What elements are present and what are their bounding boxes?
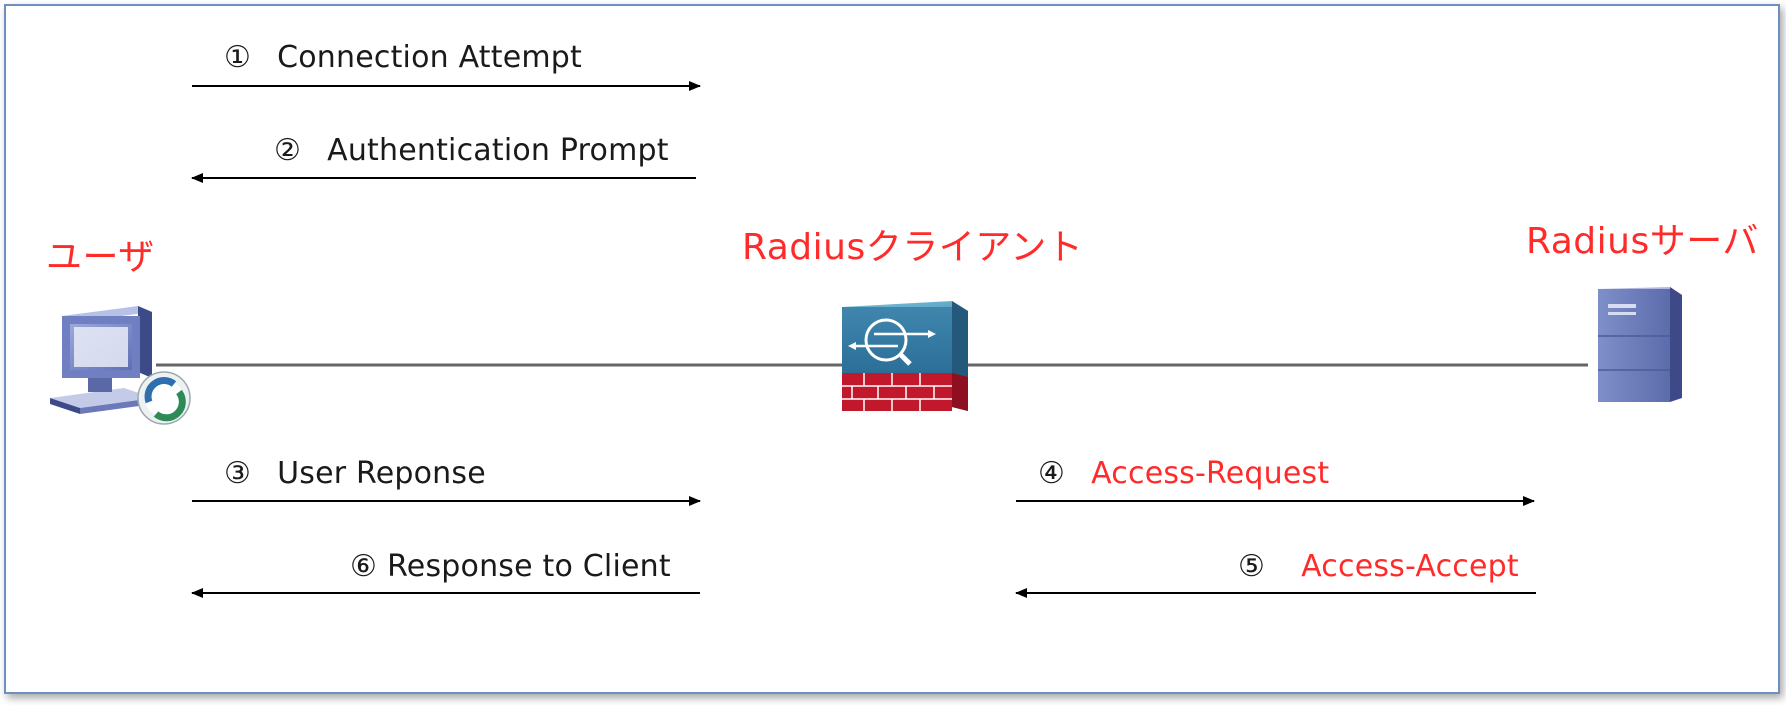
step-number: ④ [1038, 456, 1066, 491]
message-4-label: ④ Access-Request [1038, 456, 1329, 491]
message-text: Response to Client [387, 549, 671, 584]
step-number: ① [224, 40, 252, 75]
message-text: Access-Request [1091, 456, 1330, 491]
diagram-canvas [50, 81, 1682, 598]
server-icon [1598, 287, 1682, 402]
message-text: Authentication Prompt [327, 133, 669, 168]
message-2-label: ② Authentication Prompt [274, 133, 669, 168]
message-3-label: ③ User Reponse [224, 456, 486, 491]
radius-client-node-title: Radiusクライアント [742, 227, 1084, 268]
firewall-icon [842, 301, 968, 411]
message-text: Access-Accept [1301, 549, 1519, 584]
message-text: Connection Attempt [277, 40, 582, 75]
radius-server-node-title: Radiusサーバ [1526, 221, 1759, 262]
step-number: ③ [224, 456, 252, 491]
message-6-label: ⑥ Response to Client [350, 549, 671, 584]
step-number: ② [274, 133, 302, 168]
message-5-label: ⑤ Access-Accept [1238, 549, 1519, 584]
pc-vpn-client-icon [50, 306, 191, 425]
step-number: ⑥ [350, 549, 378, 584]
step-number: ⑤ [1238, 549, 1266, 584]
message-text: User Reponse [277, 456, 486, 491]
message-1-label: ① Connection Attempt [224, 40, 582, 75]
user-node-title: ユーザ [46, 237, 155, 278]
diagram-frame: ユーザ Radiusクライアント Radiusサーバ ① Connection A… [4, 4, 1780, 694]
